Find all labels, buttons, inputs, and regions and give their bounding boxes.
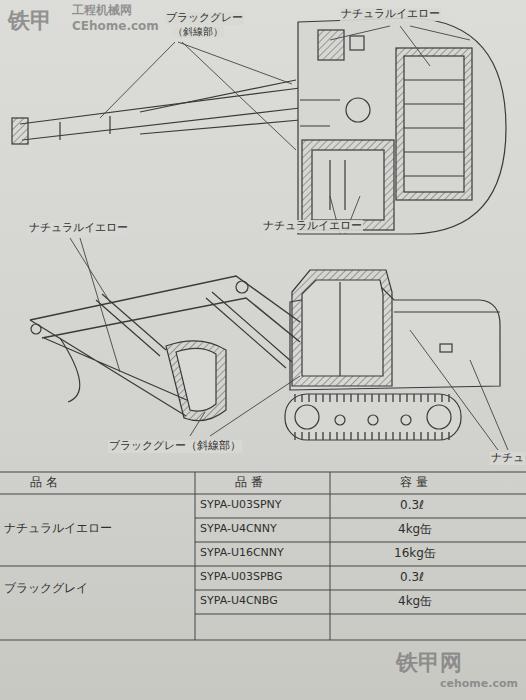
drawing-stroke (330, 160, 345, 210)
drawing-stroke (292, 432, 454, 440)
table-header: 品 番 (235, 476, 263, 490)
drawing-stroke (410, 330, 508, 450)
table-cell: 0.3ℓ (400, 499, 424, 513)
drawing-stroke (368, 415, 378, 425)
watermark: 铁甲 (8, 8, 52, 33)
drawing-stroke (190, 376, 300, 436)
table-header: 品 名 (30, 476, 58, 490)
drawing-stroke (427, 405, 451, 429)
drawing-stroke (31, 324, 41, 334)
drawing-stroke (12, 18, 506, 440)
drawing-stroke (96, 294, 166, 356)
table-cell: 4kg缶 (398, 523, 432, 537)
watermark: 工程机械网 (72, 4, 132, 18)
drawing-stroke (30, 276, 300, 322)
table-cell: 16kg缶 (394, 547, 436, 561)
table-cell: SYPA-U16CNNY (200, 547, 284, 560)
table-cell: 0.3ℓ (400, 571, 424, 585)
drawing-stroke (404, 80, 464, 176)
table-cell: SYPA-U4CNBG (200, 595, 278, 608)
callout-label: ナチュラルイエロー (262, 220, 363, 233)
drawing-stroke (335, 415, 345, 425)
drawing-stroke (60, 338, 80, 402)
drawing-stroke (0, 472, 526, 640)
drawing-stroke (396, 48, 472, 200)
drawing-stroke (140, 80, 300, 134)
drawing-stroke (195, 472, 330, 640)
table-header: 容 量 (400, 476, 428, 490)
table-cell: SYPA-U03SPNY (200, 499, 282, 512)
drawing-stroke (318, 30, 344, 60)
drawing-stroke (300, 100, 340, 126)
callout-label: ブラックグレー（斜線部） (108, 440, 242, 453)
drawing-stroke (60, 116, 110, 140)
drawing-stroke (330, 26, 470, 66)
callout-label: （斜線部） (172, 26, 224, 38)
drawing-stroke (70, 238, 120, 372)
drawing-stroke (70, 26, 508, 450)
drawing-stroke (394, 311, 500, 312)
drawing-stroke (12, 118, 28, 144)
drawing-stroke (100, 42, 296, 150)
callout-label: ブラックグレー (165, 12, 244, 25)
drawing-stroke (404, 56, 464, 192)
drawing-stroke (302, 280, 383, 376)
drawing-stroke (295, 405, 319, 429)
drawing-stroke (339, 282, 340, 376)
watermark: CEhome.com (72, 20, 159, 34)
table-cell: 4kg缶 (398, 595, 432, 609)
table-cell: SYPA-U4CNNY (200, 523, 277, 536)
watermark: 铁甲网 (396, 650, 462, 675)
table-cell: SYPA-U03SPBG (200, 571, 282, 584)
drawing-stroke (166, 341, 226, 421)
drawing-stroke (350, 36, 364, 50)
drawing-stroke (346, 98, 370, 122)
watermark: cehome.com (440, 678, 518, 691)
drawing-stroke (298, 18, 506, 234)
table-cell: ブラックグレイ (4, 582, 88, 596)
table-cell: ナチュラルイエロー (4, 522, 112, 536)
drawing-stroke (236, 281, 248, 293)
callout-label: ナチュラルイエロー (340, 8, 441, 21)
drawing-stroke (0, 472, 526, 640)
callout-label: ナチュ (490, 452, 525, 465)
drawing-stroke (440, 344, 452, 352)
drawing-stroke (285, 394, 461, 440)
drawing-stroke (292, 270, 392, 386)
drawing-stroke (302, 140, 394, 230)
drawing-stroke (401, 415, 411, 425)
callout-label: ナチュラルイエロー (28, 222, 129, 235)
drawing-stroke (176, 348, 216, 411)
drawing-stroke (292, 394, 454, 402)
drawing-stroke (312, 150, 384, 220)
